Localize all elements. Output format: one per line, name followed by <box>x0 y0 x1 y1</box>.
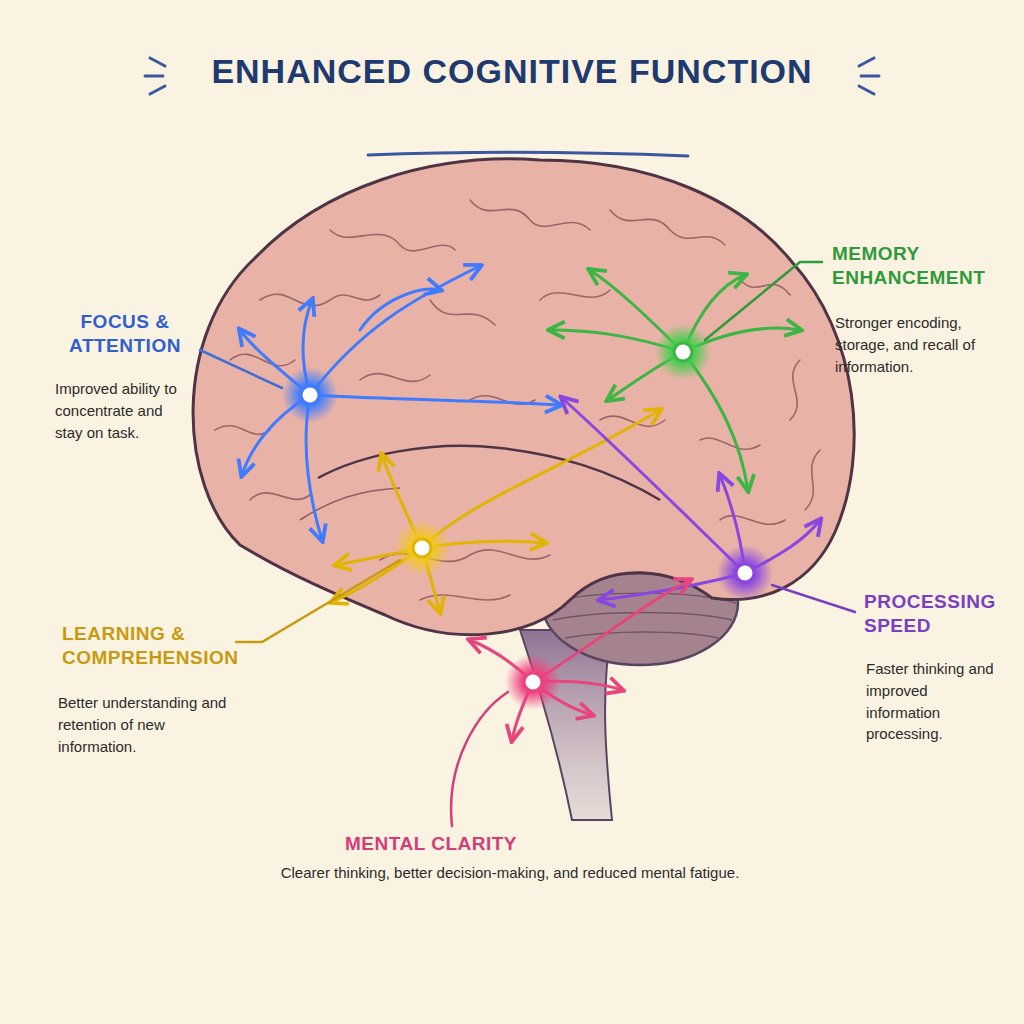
leader-line <box>200 262 855 826</box>
title-underline <box>368 152 688 156</box>
callout-body: Improved ability to concentrate and stay… <box>55 378 190 443</box>
callout-heading: MENTAL CLARITY <box>345 832 605 856</box>
neural-pathways <box>240 266 820 740</box>
callout-heading: MEMORY ENHANCEMENT <box>832 242 1012 290</box>
callout-body: Faster thinking and improved information… <box>866 658 996 745</box>
glow-node <box>282 324 773 710</box>
callout-body: Better understanding and retention of ne… <box>58 692 233 757</box>
callout-heading: LEARNING & COMPREHENSION <box>62 622 262 670</box>
callout-body: Clearer thinking, better decision-making… <box>280 862 740 884</box>
diagram-title: ENHANCED COGNITIVE FUNCTION <box>0 52 1024 91</box>
callout-heading: PROCESSING SPEED <box>864 590 1014 638</box>
callout-body: Stronger encoding, storage, and recall o… <box>835 312 985 377</box>
cerebrum <box>193 159 854 635</box>
callout-heading: FOCUS & ATTENTION <box>55 310 195 358</box>
